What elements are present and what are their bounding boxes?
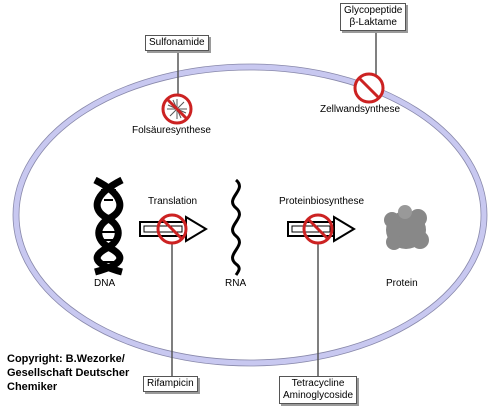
protein-blob-icon (384, 205, 429, 250)
proteinbio-inhibition-icon (302, 213, 334, 245)
translation-label: Translation (148, 196, 198, 207)
sulfonamide-label: Sulfonamide (149, 37, 205, 48)
proteinbio-label: Proteinbiosynthese (279, 196, 365, 207)
zellwand-label: Zellwandsynthese (320, 104, 401, 115)
rifampicin-label: Rifampicin (147, 378, 194, 389)
aminoglycoside-label: Aminoglycoside (283, 390, 354, 401)
cell-membrane-inner (18, 69, 482, 361)
cell-membrane (13, 64, 487, 366)
folsaeure-inhibition-icon (161, 93, 193, 125)
sulfonamide-box: Sulfonamide (145, 35, 209, 51)
folsaeure-label: Folsäuresynthese (132, 125, 211, 136)
zellwand-inhibition-icon (353, 72, 385, 104)
copyright-line-1: Copyright: B.Wezorke/ (7, 353, 125, 365)
tetracycline-box: Tetracycline Aminoglycoside (279, 376, 358, 404)
glyco-label: Glycopeptide (344, 5, 403, 16)
proteinbio-arrow-icon (287, 215, 356, 243)
cell-membrane-outline (12, 63, 488, 367)
protein-label: Protein (386, 278, 418, 289)
rna-label: RNA (225, 278, 247, 289)
copyright-notice: Copyright: B.Wezorke/ Gesellschaft Deuts… (7, 352, 129, 394)
translation-inhibition-icon (156, 213, 188, 245)
glyco-laktame-box: Glycopeptide β-Laktame (340, 3, 407, 31)
laktame-label: β-Laktame (349, 17, 397, 28)
dna-label: DNA (94, 278, 116, 289)
tetracycline-label: Tetracycline (291, 378, 345, 389)
dna-helix-icon (93, 176, 124, 276)
copyright-line-3: Chemiker (7, 381, 58, 393)
rna-strand-icon (231, 178, 241, 276)
copyright-line-2: Gesellschaft Deutscher (7, 367, 130, 379)
rifampicin-box: Rifampicin (143, 376, 198, 392)
